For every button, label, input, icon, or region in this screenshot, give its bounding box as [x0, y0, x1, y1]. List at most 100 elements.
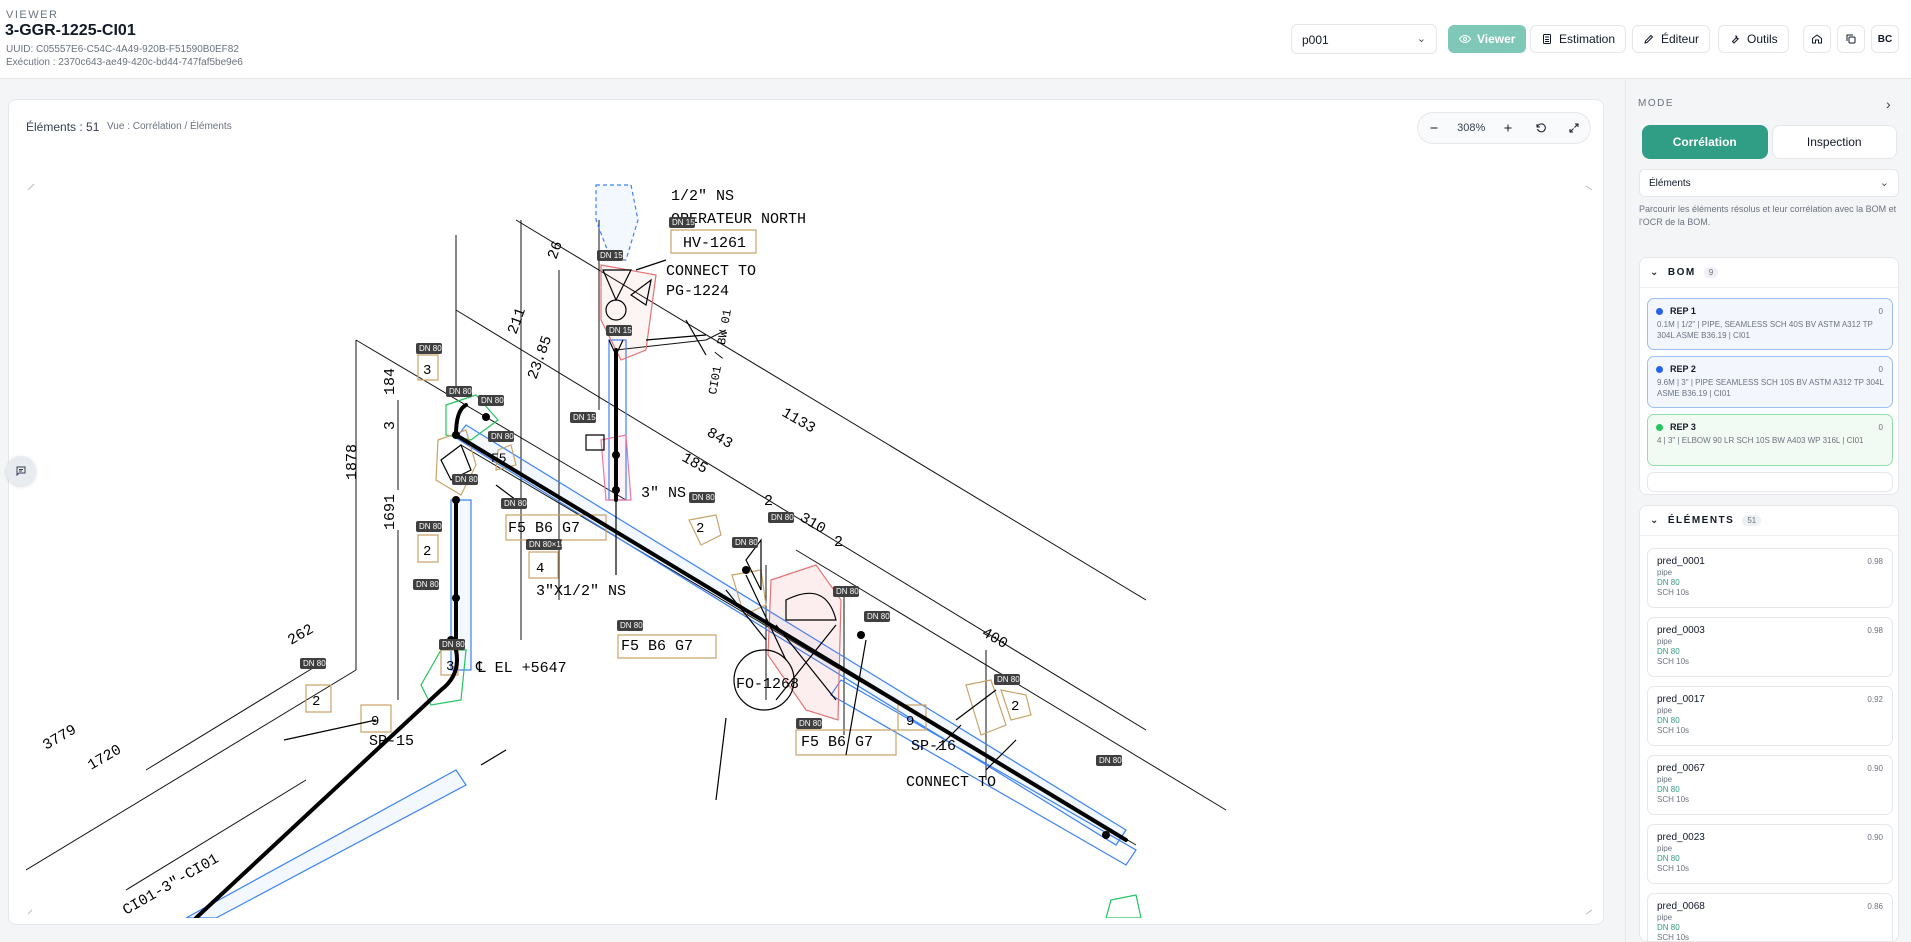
isometric-drawing-viewport[interactable]: 1/2" NS OPERATEUR NORTH HV-1261 CONNECT …	[26, 180, 1601, 918]
element-sch: SCH 10s	[1657, 726, 1690, 735]
dn-tag[interactable]: DN 80	[300, 658, 326, 669]
element-item[interactable]: pred_0067 0.90 pipe DN 80 SCH 10s	[1647, 755, 1893, 815]
user-avatar-button[interactable]: BC	[1871, 25, 1899, 53]
reset-view-button[interactable]	[1531, 122, 1551, 134]
drawing-text-ci01-bw: CI01 / BW 01	[706, 308, 735, 396]
svg-text:DN 80: DN 80	[481, 396, 504, 405]
bubble-4: 4	[536, 561, 544, 577]
element-score: 0.92	[1867, 695, 1883, 704]
element-name: pred_0001	[1657, 556, 1705, 567]
execution-text: Exécution : 2370c643-ae49-420c-bd44-747f…	[6, 57, 243, 68]
zoom-out-button[interactable]	[1424, 122, 1444, 134]
bom-item-ref: REP 2	[1670, 364, 1696, 374]
dn-tag[interactable]: DN 80	[416, 521, 442, 532]
dn-tag[interactable]: DN 80	[501, 498, 527, 509]
svg-text:DN 80: DN 80	[504, 499, 527, 508]
copy-icon	[1846, 34, 1856, 44]
fullscreen-button[interactable]	[1564, 122, 1584, 134]
dn-tag[interactable]: DN 80	[768, 512, 794, 523]
element-score: 0.90	[1867, 833, 1883, 842]
svg-text:DN 80: DN 80	[620, 621, 643, 630]
element-item[interactable]: pred_0017 0.92 pipe DN 80 SCH 10s	[1647, 686, 1893, 746]
svg-text:DN 15: DN 15	[609, 326, 632, 335]
dim-262: 262	[285, 621, 317, 649]
dn-tag[interactable]: DN 80	[833, 586, 859, 597]
chevron-down-icon: ⌄	[1879, 177, 1889, 189]
svg-text:DN 80: DN 80	[1099, 756, 1122, 765]
viewer-tab-label: Viewer	[1477, 32, 1516, 46]
element-dn: DN 80	[1657, 647, 1680, 656]
dn-tag[interactable]: DN 80	[1096, 755, 1122, 766]
viewer-tab-button[interactable]: Viewer	[1448, 25, 1527, 53]
drawing-text-fo: FO-1268	[736, 676, 799, 693]
bom-item-ref: REP 3	[1670, 422, 1696, 432]
dn-tag[interactable]: DN 80	[617, 620, 643, 631]
dn-tag[interactable]: DN 80	[478, 395, 504, 406]
element-item[interactable]: pred_0003 0.98 pipe DN 80 SCH 10s	[1647, 617, 1893, 677]
estimation-tab-button[interactable]: Estimation	[1530, 25, 1627, 53]
drawing-text-sp15: SP-15	[369, 733, 414, 750]
element-kind: pipe	[1657, 706, 1673, 715]
bom-item-desc: 0.1M | 1/2" | PIPE, SEAMLESS SCH 40S BV …	[1657, 320, 1873, 340]
zoom-toolbar: 308%	[1417, 112, 1591, 144]
copy-button[interactable]	[1837, 25, 1865, 53]
bom-item-partial[interactable]	[1647, 472, 1893, 492]
dn-tag[interactable]: DN 80	[488, 431, 514, 442]
dn-tag[interactable]: DN 80	[994, 674, 1020, 685]
bom-item[interactable]: REP 3 0 4 | 3" | ELBOW 90 LR SCH 10S BW …	[1647, 414, 1893, 466]
page-select[interactable]: p001 ⌄	[1291, 24, 1437, 54]
dim-1133: 1133	[779, 405, 819, 438]
svg-text:DN 80: DN 80	[799, 719, 822, 728]
drawing-card: Éléments : 51 Vue : Corrélation / Élémen…	[8, 99, 1604, 925]
elements-section-header[interactable]: ⌄ ÉLÉMENTS 51	[1640, 506, 1898, 536]
elements-select[interactable]: Éléments ⌄	[1639, 169, 1899, 197]
bubble-2-d: 2	[1011, 699, 1019, 715]
dn-tag[interactable]: DN 80	[732, 537, 758, 548]
element-sch: SCH 10s	[1657, 795, 1690, 804]
dim-185: 185	[679, 450, 711, 478]
status-dot	[1656, 424, 1663, 431]
view-label: Vue : Corrélation / Éléments	[107, 121, 232, 132]
dn-tag[interactable]: DN 80×15	[526, 539, 566, 550]
right-panel: MODE › Corrélation Inspection Éléments ⌄…	[1625, 80, 1911, 942]
drawing-text-f5b6g7-2: F5 B6 G7	[621, 638, 693, 655]
drawing-text-ns3: 3" NS	[641, 485, 686, 502]
tools-tab-button[interactable]: Outils	[1718, 25, 1789, 53]
dn-tag[interactable]: DN 80	[796, 718, 822, 729]
drawing-text-connect-to-b: CONNECT TO	[906, 774, 996, 791]
comments-button[interactable]	[6, 456, 36, 486]
element-item[interactable]: pred_0001 0.98 pipe DN 80 SCH 10s	[1647, 548, 1893, 608]
inspection-mode-button[interactable]: Inspection	[1771, 125, 1897, 159]
dn-tag[interactable]: DN 80	[416, 343, 442, 354]
element-sch: SCH 10s	[1657, 933, 1690, 942]
minus-icon	[1430, 127, 1438, 129]
dn-tag[interactable]: DN 80	[446, 386, 472, 397]
chevron-right-icon[interactable]: ›	[1886, 96, 1891, 112]
dn-tag[interactable]: DN 15	[570, 412, 596, 423]
dn-tag[interactable]: DN 15	[606, 325, 632, 336]
drawing-text-sp16: SP-16	[911, 738, 956, 755]
dim-1878: 1878	[344, 444, 361, 480]
bubble-2-b: 2	[312, 694, 320, 710]
svg-text:DN 15: DN 15	[573, 413, 596, 422]
dn-tag[interactable]: DN 80	[413, 579, 439, 590]
dn-tag[interactable]: DN 15	[597, 250, 623, 261]
app-header: VIEWER 3-GGR-1225-CI01 UUID: C05557E6-C5…	[0, 0, 1911, 79]
dn-tag[interactable]: DN 80	[452, 474, 478, 485]
bom-item[interactable]: REP 1 0 0.1M | 1/2" | PIPE, SEAMLESS SCH…	[1647, 298, 1893, 350]
element-item[interactable]: pred_0023 0.90 pipe DN 80 SCH 10s	[1647, 824, 1893, 884]
svg-text:DN 80: DN 80	[491, 432, 514, 441]
dn-tag[interactable]: DN 80	[439, 639, 465, 650]
dn-tag[interactable]: DN 80	[689, 492, 715, 503]
element-item[interactable]: pred_0068 0.86 pipe DN 80 SCH 10s	[1647, 893, 1893, 942]
message-icon	[16, 466, 26, 477]
bom-item[interactable]: REP 2 0 9.6M | 3" | PIPE SEAMLESS SCH 10…	[1647, 356, 1893, 408]
editor-tab-button[interactable]: Éditeur	[1632, 25, 1711, 53]
dn-tag[interactable]: DN 80	[864, 611, 890, 622]
home-icon	[1812, 34, 1822, 44]
correlation-mode-button[interactable]: Corrélation	[1642, 125, 1768, 159]
dn-tag[interactable]: DN 15	[669, 217, 695, 228]
zoom-in-button[interactable]	[1498, 122, 1518, 134]
bom-section-header[interactable]: ⌄ BOM 9	[1640, 258, 1898, 288]
home-button[interactable]	[1803, 25, 1831, 53]
